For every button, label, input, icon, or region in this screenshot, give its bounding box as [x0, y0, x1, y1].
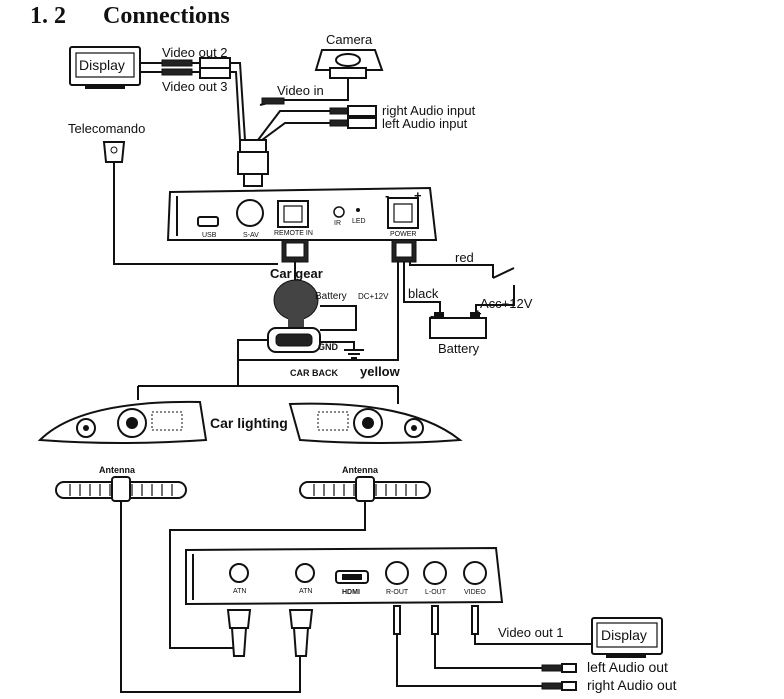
power-plug [391, 239, 417, 263]
acc12v-label: Acc+12V [480, 296, 533, 311]
battery-dc-label: Battery [315, 291, 347, 302]
car-back-wire [237, 339, 268, 386]
port-atn2-label: ATN [299, 588, 312, 595]
section-number: 1. 2 [30, 3, 66, 29]
telecomando-label: Telecomando [68, 121, 145, 136]
port-usb-label: USB [202, 232, 217, 239]
port-hdmi-label: HDMI [342, 589, 360, 596]
battery-minus-label: - [430, 308, 434, 323]
main-unit-top [166, 186, 438, 241]
main-unit-bottom [185, 546, 504, 606]
gear-knob-icon [273, 279, 319, 330]
port-sav-label: S-AV [243, 232, 259, 239]
top-display: Display [69, 46, 141, 89]
video-in-plug [261, 97, 285, 105]
gnd-label: GND [318, 342, 339, 352]
antenna-left-label: Antenna [99, 465, 136, 475]
remote-sensor-icon [102, 141, 126, 163]
antenna-left-cable [120, 501, 301, 693]
camera-label: Camera [326, 32, 373, 47]
yellow-label: yellow [360, 364, 401, 379]
antenna-right-icon [299, 476, 431, 502]
port-atn1-label: ATN [233, 588, 246, 595]
video-out-cable [474, 634, 592, 645]
port-power-label: POWER [390, 231, 416, 238]
antenna-left-icon [55, 476, 187, 502]
section-title: Connections [103, 3, 230, 29]
port-ir-label: IR [334, 220, 341, 227]
acc-switch [492, 267, 515, 279]
remote-cable [113, 162, 278, 265]
red-label: red [455, 250, 474, 265]
port-rout-label: R-OUT [386, 589, 409, 596]
reverse-switch [267, 327, 321, 353]
video-out-3-label: Video out 3 [162, 79, 228, 94]
dc12v-label: DC+12V [358, 292, 389, 301]
acc-wire [475, 285, 515, 316]
black-wire [403, 262, 441, 316]
video-out-1-label: Video out 1 [498, 625, 564, 640]
audio-out-plugs [541, 663, 577, 691]
left-audio-input-label: left Audio input [382, 116, 468, 131]
bottom-display: Display [591, 617, 663, 658]
port-remote-in-label: REMOTE IN [274, 230, 313, 237]
top-display-label: Display [79, 57, 125, 73]
right-audio-cable [396, 634, 560, 687]
port-led-label: LED [352, 218, 366, 225]
port-video-label: VIDEO [464, 589, 486, 596]
power-plus-label: + [414, 188, 422, 203]
gnd-wire [320, 341, 355, 350]
left-audio-cable [434, 634, 560, 669]
red-wire [409, 262, 494, 278]
bottom-display-label: Display [601, 627, 647, 643]
power-minus-label: - [385, 188, 389, 203]
car-back-label: CAR BACK [290, 368, 338, 378]
video-out-2-label: Video out 2 [162, 45, 228, 60]
car-light-left [37, 400, 208, 444]
rca-output-plugs [393, 605, 479, 635]
battery-plus-label: + [474, 306, 482, 321]
car-gear-label: Car gear [270, 266, 323, 281]
right-audio-out-label: right Audio out [587, 677, 677, 693]
camera-icon [314, 49, 384, 79]
port-lout-label: L-OUT [425, 589, 447, 596]
video-out-cables [140, 57, 246, 141]
dc-wire [320, 305, 357, 331]
video-in-label: Video in [277, 83, 324, 98]
right-audio-input-label: right Audio input [382, 103, 476, 118]
car-lighting-label: Car lighting [210, 415, 288, 431]
battery-icon [429, 312, 487, 339]
remote-plug [281, 239, 309, 263]
yellow-wire [238, 262, 399, 361]
lighting-wire [137, 385, 399, 404]
battery-label: Battery [438, 341, 480, 356]
black-label: black [408, 286, 439, 301]
sav-connector [237, 139, 269, 187]
car-light-right [288, 402, 463, 444]
antenna-right-label: Antenna [342, 465, 379, 475]
atn-plugs [226, 609, 314, 657]
audio-input-connectors [257, 105, 377, 141]
left-audio-out-label: left Audio out [587, 659, 668, 675]
